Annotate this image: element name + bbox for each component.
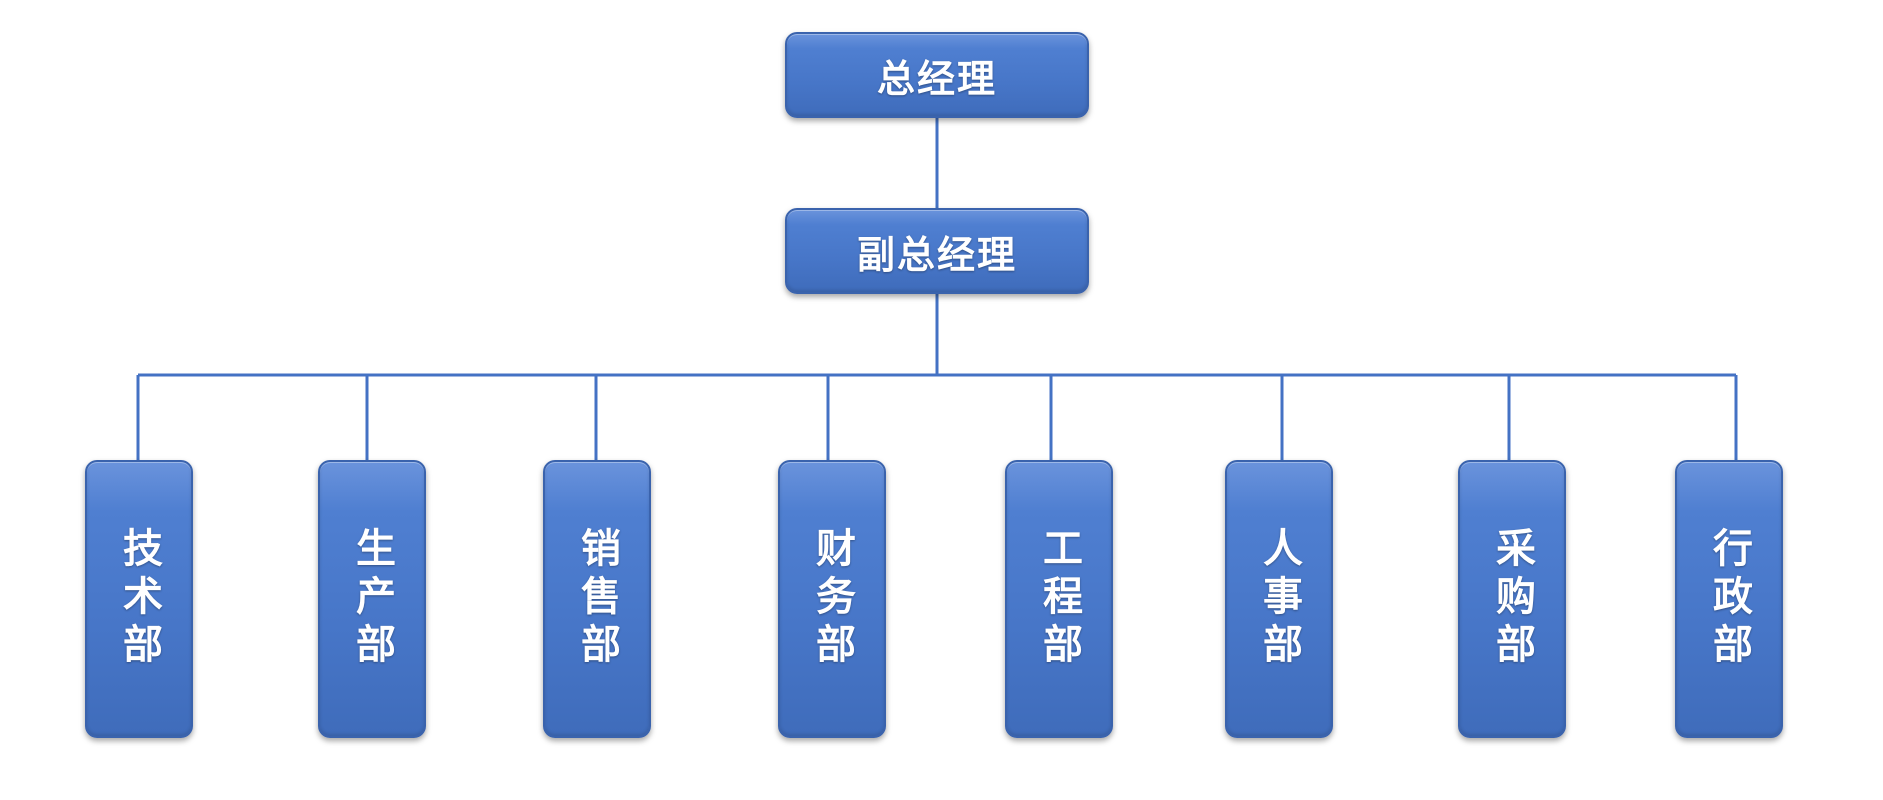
general-manager-label: 总经理 — [876, 56, 997, 101]
department-label: 工程部 — [1036, 527, 1082, 671]
deputy-general-manager-label: 副总经理 — [856, 232, 1017, 277]
department-label: 生产部 — [349, 527, 395, 671]
department-label: 销售部 — [574, 527, 620, 671]
department-node-hr[interactable]: 人事部 — [1225, 460, 1333, 738]
department-label: 人事部 — [1256, 527, 1302, 671]
department-node-administration[interactable]: 行政部 — [1675, 460, 1783, 738]
department-node-production[interactable]: 生产部 — [318, 460, 426, 738]
department-label: 财务部 — [809, 527, 855, 671]
department-label: 采购部 — [1489, 527, 1535, 671]
deputy-general-manager-node[interactable]: 副总经理 — [785, 208, 1089, 294]
department-label: 技术部 — [116, 527, 162, 671]
department-node-engineering[interactable]: 工程部 — [1005, 460, 1113, 738]
department-label: 行政部 — [1706, 527, 1752, 671]
department-node-purchasing[interactable]: 采购部 — [1458, 460, 1566, 738]
department-node-finance[interactable]: 财务部 — [778, 460, 886, 738]
department-node-tech[interactable]: 技术部 — [85, 460, 193, 738]
department-node-sales[interactable]: 销售部 — [543, 460, 651, 738]
general-manager-node[interactable]: 总经理 — [785, 32, 1089, 118]
